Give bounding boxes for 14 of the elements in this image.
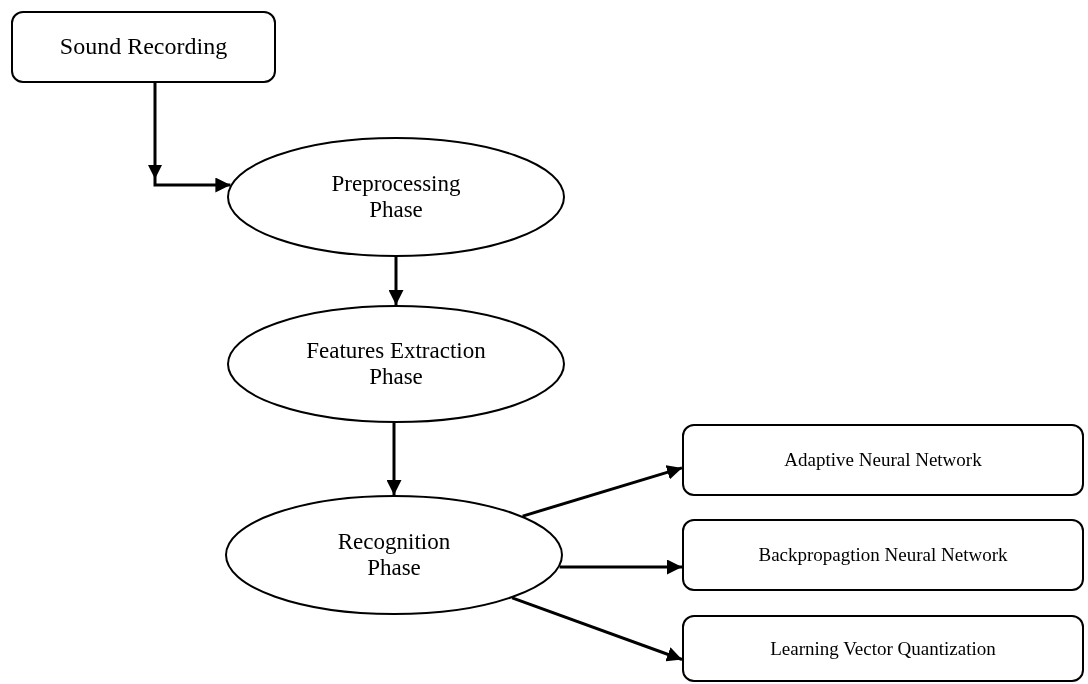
node-label: Sound Recording bbox=[59, 33, 228, 61]
process-ellipse bbox=[225, 495, 563, 615]
node-label: Features Extraction Phase bbox=[306, 337, 486, 391]
process-box bbox=[682, 615, 1084, 682]
process-box bbox=[682, 519, 1084, 591]
process-ellipse bbox=[227, 137, 565, 257]
node-label: Adaptive Neural Network bbox=[784, 449, 982, 471]
node-label: Recognition Phase bbox=[336, 528, 452, 582]
process-box bbox=[682, 424, 1084, 496]
node-label: Learning Vector Quantization bbox=[770, 637, 996, 660]
node-label: Backpropagtion Neural Network bbox=[758, 544, 1008, 566]
process-box bbox=[11, 11, 276, 83]
process-ellipse bbox=[227, 305, 565, 423]
node-label: Preprocessing Phase bbox=[330, 170, 462, 224]
